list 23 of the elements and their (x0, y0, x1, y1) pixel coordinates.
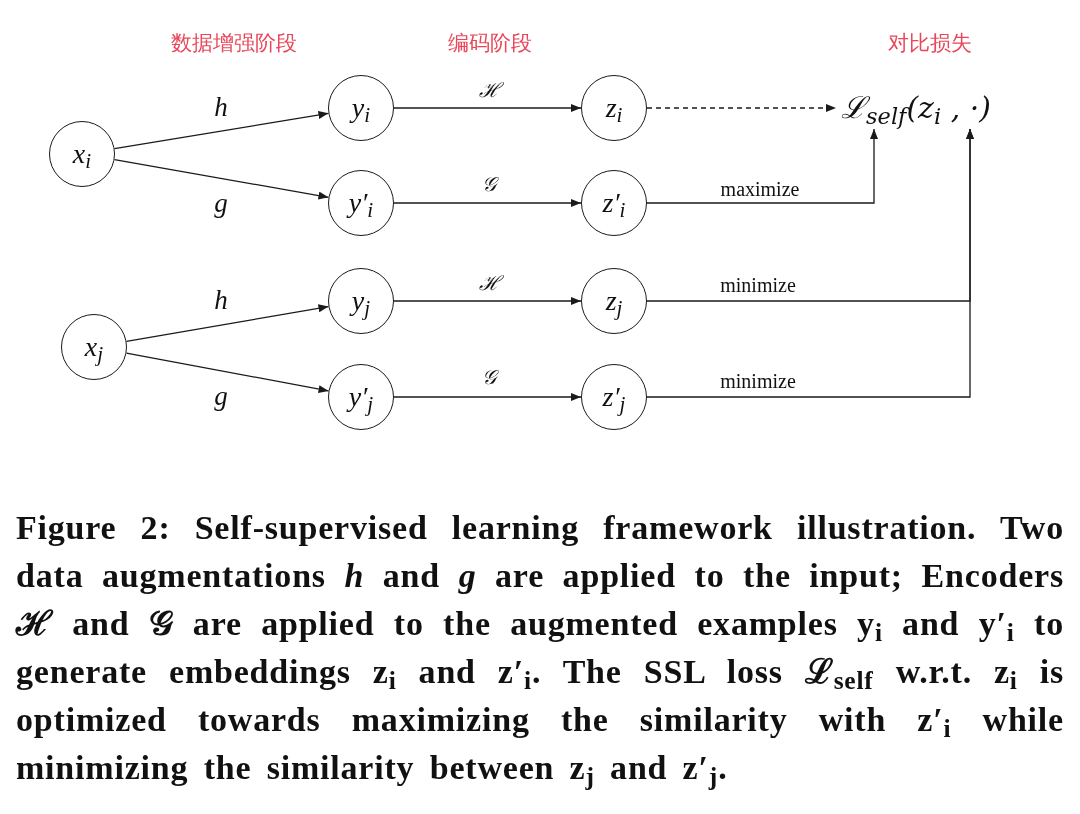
arrow (646, 128, 878, 204)
edge-label: h (214, 286, 228, 314)
edge-label: g (214, 189, 228, 217)
arrow (393, 393, 582, 401)
arrow (113, 111, 330, 150)
figure-caption: Figure 2: Self-supervised learning framework illustration. Two data augmentations h and g are applied to the input; Encoders ℋ and 𝒢 are applied to the augmented examples y$_{i}$ and y′$_{i}$ to generate embeddings z$_{i}$ and z′$_{i}$. The SSL loss ℒ$_{self}$ w.r.t. z$_{i}$ is optimized towards maximizing the similarity with z′$_{i}$ while minimizing the similarity between z$_{j}$ and z′$_{j}$. (16, 508, 1064, 792)
edge-label: h (214, 93, 228, 121)
stage-label: 编码阶段 (448, 32, 532, 54)
dashed-arrow (646, 104, 837, 112)
loss-formula: ℒ$_{self}$(z$_{i}$ , ·) (836, 87, 996, 129)
edge-label: minimize (720, 275, 796, 295)
arrow (125, 304, 330, 343)
arrow (393, 297, 582, 305)
edge-label: g (214, 382, 228, 410)
stage-label: 数据增强阶段 (171, 32, 297, 54)
edge-label: minimize (720, 371, 796, 391)
stage-label: 对比损失 (888, 32, 972, 54)
arrow (393, 104, 582, 112)
edge-label: maximize (720, 179, 800, 199)
arrow (125, 352, 330, 393)
arrow (393, 199, 582, 207)
arrow (646, 128, 974, 398)
arrow (113, 159, 330, 200)
